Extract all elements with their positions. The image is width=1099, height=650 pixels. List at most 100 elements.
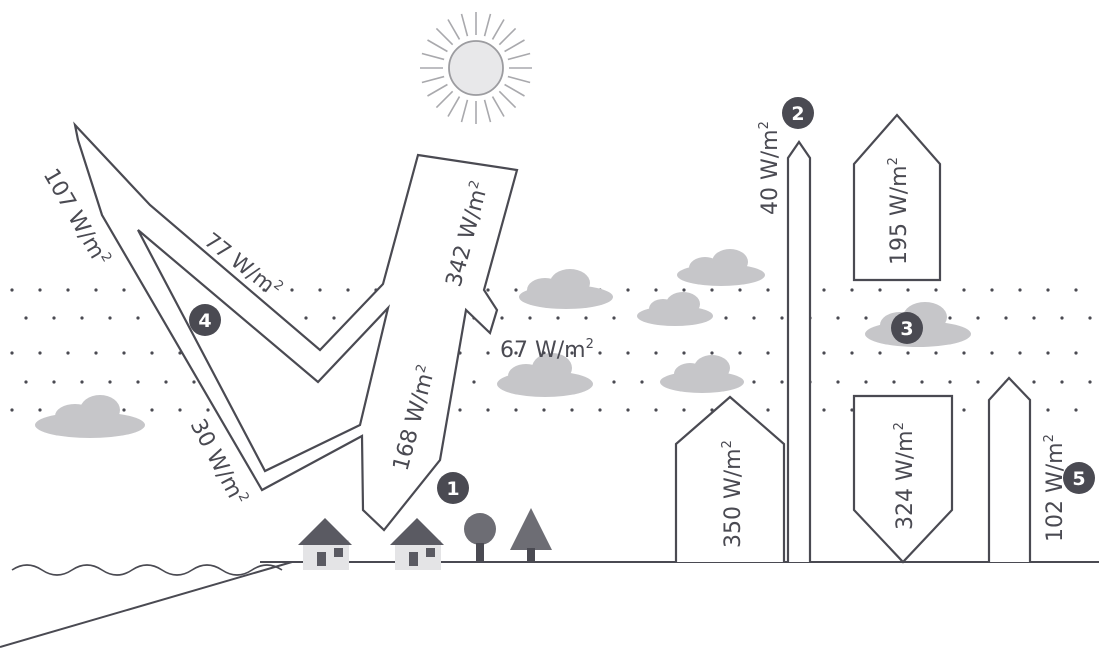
surface-radiation-label: 350 W/m2	[720, 440, 746, 548]
atmosphere-dot	[542, 351, 546, 355]
atmosphere-dot	[38, 288, 42, 292]
sun-ray	[491, 19, 505, 40]
atmosphere-dot	[976, 380, 980, 384]
atmosphere-dot	[850, 351, 854, 355]
badge-2: 2	[782, 97, 814, 129]
sun-ray	[421, 52, 445, 61]
atmosphere-dot	[598, 351, 602, 355]
atmosphere-dot	[654, 408, 658, 412]
back-radiation-label: 324 W/m2	[892, 422, 918, 530]
atmosphere-dot	[1032, 316, 1036, 320]
sun-ray	[507, 52, 531, 61]
atmosphere-dot	[766, 351, 770, 355]
atmosphere-dot	[654, 288, 658, 292]
atmosphere-dot	[626, 408, 630, 412]
absorbed-atmosphere-label: 67 W/m2	[500, 337, 594, 363]
atmosphere-dot	[1046, 351, 1050, 355]
atmosphere-dot	[948, 316, 952, 320]
sun-ray	[435, 27, 454, 46]
atmosphere-dot	[486, 408, 490, 412]
atmosphere-dot	[52, 380, 56, 384]
cloud-mid-1	[519, 269, 613, 309]
atmosphere-dot	[24, 316, 28, 320]
atmosphere-dot	[458, 408, 462, 412]
atmosphere-dot	[962, 351, 966, 355]
atmosphere-dot	[626, 351, 630, 355]
atmosphere-dot	[864, 380, 868, 384]
house-icon	[390, 518, 444, 570]
atmosphere-dot	[122, 288, 126, 292]
cloud-left	[35, 395, 145, 438]
atmosphere-dot	[500, 316, 504, 320]
atmosphere-dot	[1060, 316, 1064, 320]
atmosphere-dot	[1004, 316, 1008, 320]
atmosphere-dot	[920, 380, 924, 384]
atmosphere-dot	[122, 351, 126, 355]
atmosphere-dot	[640, 380, 644, 384]
atmosphere-dot	[906, 288, 910, 292]
atmosphere-dot	[262, 288, 266, 292]
atmosphere-dot	[766, 408, 770, 412]
cloud-mid-3	[677, 249, 765, 286]
atmosphere-dot	[766, 288, 770, 292]
sun-ray	[483, 99, 492, 123]
atmosphere-dot	[1074, 288, 1078, 292]
tree-round-icon	[464, 513, 496, 562]
atmosphere-dot	[514, 288, 518, 292]
tree-pine-icon	[510, 508, 552, 562]
sun-ray	[504, 39, 525, 53]
back-radiation-arrow	[852, 394, 954, 564]
atmosphere-dot	[66, 351, 70, 355]
atmosphere-dot	[528, 316, 532, 320]
sun-ray	[491, 96, 505, 117]
svg-text:2: 2	[791, 103, 804, 125]
atmosphere-dot	[1032, 380, 1036, 384]
svg-text:4: 4	[198, 310, 211, 332]
sun-ray	[421, 75, 445, 84]
atmosphere-dot	[556, 316, 560, 320]
atmosphere-emission-label: 195 W/m2	[886, 157, 912, 265]
atmosphere-dot	[1060, 380, 1064, 384]
cloud-mid-4	[497, 353, 593, 397]
atmosphere-dot	[1088, 380, 1092, 384]
sun-ray	[507, 75, 531, 84]
atmosphere-emission-arrow	[852, 113, 942, 282]
atmosphere-dot	[598, 408, 602, 412]
solar-flow-inner	[137, 229, 391, 473]
atmosphere-dot	[472, 380, 476, 384]
atmosphere-dot	[94, 351, 98, 355]
atmosphere-dot	[150, 351, 154, 355]
atmosphere-dot	[822, 408, 826, 412]
atmosphere-dot	[780, 316, 784, 320]
badge-3: 3	[891, 312, 923, 344]
atmosphere-dot	[976, 316, 980, 320]
atmosphere-dot	[752, 316, 756, 320]
svg-text:5: 5	[1072, 468, 1085, 490]
atmosphere-dot	[682, 408, 686, 412]
atmosphere-dot	[864, 316, 868, 320]
atmosphere-dot	[136, 316, 140, 320]
atmosphere-dot	[192, 380, 196, 384]
atmosphere-dot	[584, 316, 588, 320]
atmosphere-dot	[1018, 288, 1022, 292]
atmosphere-dot	[934, 288, 938, 292]
atmosphere-dot	[318, 288, 322, 292]
sun-ray	[498, 90, 517, 109]
svg-text:3: 3	[900, 318, 913, 340]
atmosphere-dot	[738, 288, 742, 292]
sun-ray	[460, 99, 469, 123]
atmosphere-dot	[1046, 288, 1050, 292]
atmosphere-dot	[570, 408, 574, 412]
atmosphere-dot	[94, 288, 98, 292]
thermals-arrow	[987, 376, 1032, 562]
atmosphere-dot	[38, 408, 42, 412]
atmosphere-dot	[52, 316, 56, 320]
atmosphere-dot	[836, 380, 840, 384]
sun-ray	[427, 39, 448, 53]
atmosphere-dot	[682, 288, 686, 292]
atmosphere-dot	[990, 351, 994, 355]
atmosphere-dot	[724, 316, 728, 320]
atmosphere-dot	[1074, 351, 1078, 355]
atmosphere-dot	[738, 351, 742, 355]
